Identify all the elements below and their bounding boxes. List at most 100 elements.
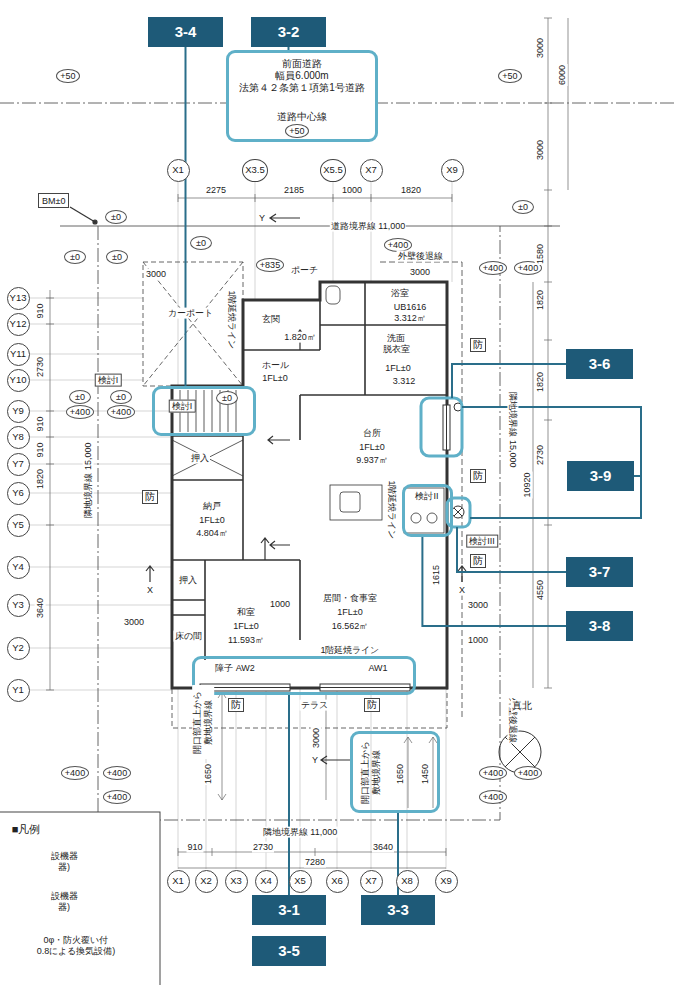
dimension-text: 910 [35,302,46,319]
grid-lines [407,688,408,869]
plan-arrows [93,220,97,224]
grid-lines [30,354,143,355]
dimension-text: 1580 [535,243,546,265]
level-mark: +50 [502,71,517,82]
plan-label: 検討III [466,535,498,548]
grid-lines [30,464,172,465]
dimension-lines [544,340,552,341]
level-mark: +400 [388,240,408,251]
level-oval: +400 [514,766,542,780]
leader-line [422,537,566,626]
dimension-lines [212,848,213,856]
plan-label: 1.820㎡ [283,332,317,343]
highlight-box: 前面道路 幅員6.000m 法第４２条第１項第1号道路道路中心線+50 [226,50,378,142]
dimension-lines [371,194,372,202]
grid-lines [337,688,338,869]
dimension-lines [544,525,552,526]
house-walls [299,395,301,440]
dimension-text: 1820 [35,468,46,490]
dimension-lines [46,18,568,868]
dimension-lines [544,103,552,104]
highlight-box: 検討I±0 [152,386,256,436]
grid-label: X5.5 [323,164,343,175]
level-mark: +50 [289,126,304,137]
callout-box: 3-7 [566,557,633,587]
plan-label: 1階延焼ライン [319,645,380,656]
dimension-lines [222,692,223,800]
dimension-text: 3000 [467,600,489,611]
house-walls [411,513,421,523]
site-lines [0,103,675,820]
plan-label: 11.593㎡ [227,635,265,646]
dimension-lines [429,737,437,743]
leader-lines [634,475,641,477]
dimension-text: 2185 [283,185,305,196]
grid-circle: X1 [167,159,190,182]
dimension-lines [533,282,534,688]
dimension-text: 2730 [252,842,274,853]
highlight-outline [421,398,470,527]
grid-lines [30,411,172,412]
level-oval: +50 [498,69,521,83]
level-oval: +400 [103,790,131,804]
grid-label: X6 [331,875,343,886]
dimension-lines [178,848,179,856]
grid-label: X9 [440,875,452,886]
grid-label: Y7 [12,458,24,469]
house-walls [299,560,301,640]
windows [452,506,464,518]
grid-circle: X9 [441,159,464,182]
dimension-text: 2730 [35,356,46,378]
dimension-lines [548,18,549,688]
grid-label: Y8 [12,431,24,442]
house-walls [172,559,300,561]
grid-lines [371,182,372,282]
dimension-lines [544,688,552,689]
plan-arrows [321,756,350,764]
grid-circle: Y3 [7,594,30,617]
callout-box: 3-4 [148,17,223,47]
house-walls [212,390,213,432]
grid-lines [30,648,172,649]
grid-lines [30,690,172,691]
grid-circle: Y10 [7,369,30,392]
plan-label: 防 [142,490,158,504]
dimension-lines [544,420,552,421]
plan-arrows [268,436,290,444]
legend-text: 設機器 器) [0,891,135,913]
plan-label: 隣地境界線 15,000 [508,391,519,468]
dimension-text: 1000 [269,599,291,610]
dimension-lines [446,848,447,856]
plan-arrows [70,207,466,764]
level-oval: +400 [61,766,89,780]
dimension-text: 910 [186,842,203,853]
dimension-text: 1820 [400,185,422,196]
plan-label: テラス [300,700,329,711]
windows [454,508,462,516]
plan-arrows [70,207,95,222]
level-oval: +835 [256,258,284,272]
callout-box: 3-5 [252,936,326,966]
windows [443,405,450,450]
level-oval: ±0 [216,391,238,405]
callout-number: 3-1 [278,901,300,919]
dimension-lines [46,525,54,526]
house-walls [172,599,205,601]
plan-note: 検討II [415,491,438,502]
grid-label: X9 [446,164,458,175]
plan-label: カーポート [167,308,214,319]
plan-note: 障子 AW2 [215,663,255,674]
house-walls [172,440,243,476]
leader-line [288,695,290,895]
leader-lines [462,407,641,518]
grid-circle: Y2 [7,637,30,660]
dimension-text: 3640 [372,842,394,853]
dimension-text: 7280 [304,857,326,868]
dimension-lines [46,324,54,325]
house-walls [330,485,382,520]
grid-circle: X4 [255,870,278,893]
grid-label: X1 [172,875,184,886]
grid-label: Y9 [12,405,24,416]
grid-lines [255,182,256,300]
